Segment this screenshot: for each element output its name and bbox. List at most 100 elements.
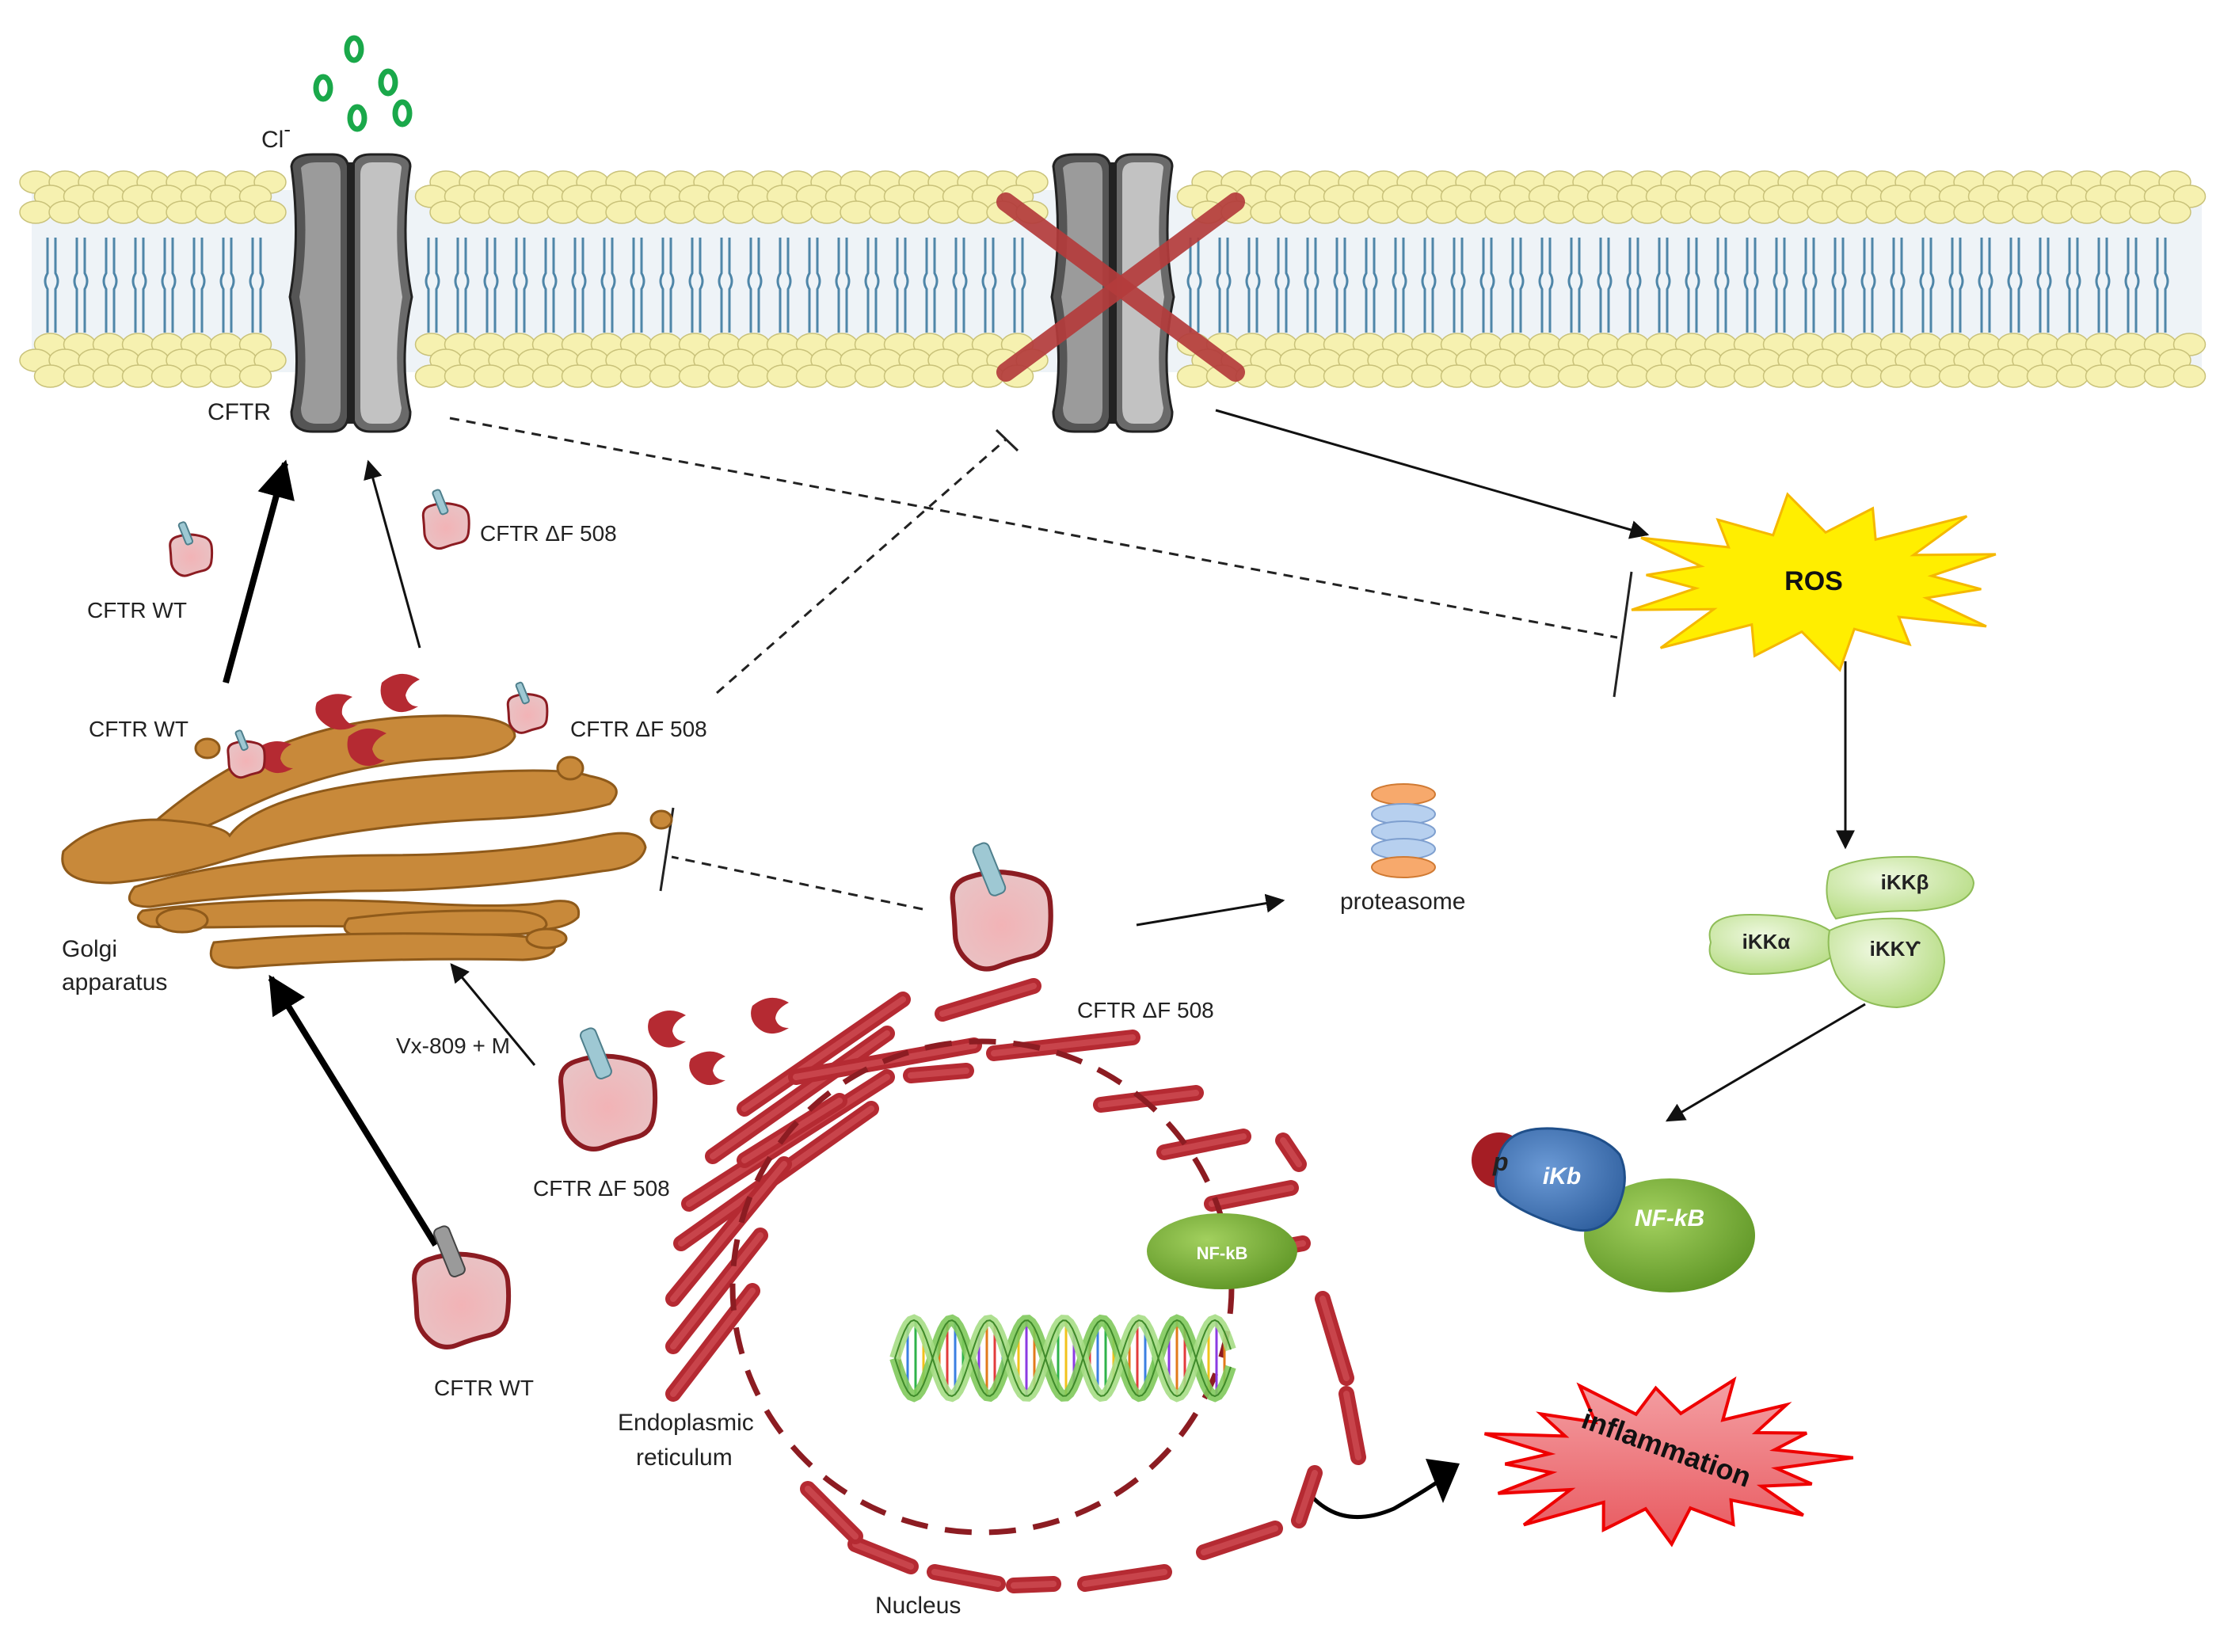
lipid-head — [795, 364, 829, 388]
lipid-head — [1586, 364, 1620, 388]
ros-burst: ROS — [1631, 492, 1997, 672]
lipid-head — [1411, 364, 1445, 388]
lipid-tail — [249, 238, 265, 333]
lipid-tail — [776, 238, 792, 333]
lipid-head — [1543, 200, 1576, 224]
er-label-line1: Endoplasmic — [618, 1410, 754, 1436]
lipid-tail — [1831, 238, 1847, 333]
lipid-tail — [73, 238, 89, 333]
cftr-df508-label-4: CFTR ΔF 508 — [533, 1176, 670, 1201]
lipid-head — [1645, 364, 1679, 388]
lipid-tail — [630, 238, 645, 333]
cftr-wt-label-1: CFTR WT — [87, 598, 187, 622]
misfolded-fragments — [256, 673, 789, 1086]
nfkb-ikb-complex: p iKb NF-kB — [1472, 1127, 1755, 1292]
lipid-head — [927, 200, 961, 224]
lipid-tail — [1186, 238, 1202, 333]
arrowhead-inflammation — [1426, 1459, 1460, 1503]
lipid-tail — [1860, 238, 1876, 333]
golgi-apparatus — [61, 714, 673, 969]
lipid-head — [912, 364, 946, 388]
lipid-head — [1967, 364, 2001, 388]
inhibition-er-to-golgi — [671, 855, 923, 911]
lipid-tail — [2066, 238, 2081, 333]
lipid-head — [2100, 200, 2133, 224]
lipid-head — [1250, 200, 1283, 224]
lipid-head — [619, 364, 653, 388]
lipid-tail — [923, 238, 939, 333]
lipid-head — [502, 364, 536, 388]
lipid-head — [195, 200, 228, 224]
lipid-head — [1440, 364, 1474, 388]
lipid-head — [1381, 364, 1415, 388]
lipid-head — [707, 364, 741, 388]
lipid-head — [1982, 200, 2016, 224]
ikk-alpha-label: iKKα — [1742, 930, 1791, 954]
lipid-head — [664, 200, 697, 224]
ikk-gamma-label: iKKϒ — [1870, 937, 1921, 961]
lipid-tail — [1450, 238, 1466, 333]
lipid-tail — [44, 238, 59, 333]
cftr-channel-functional — [288, 153, 413, 433]
lipid-head — [517, 200, 550, 224]
lipid-head — [1836, 200, 1869, 224]
lipid-head — [1557, 364, 1591, 388]
lipid-tail — [1714, 238, 1730, 333]
lipid-tail — [1567, 238, 1583, 333]
lipid-head — [649, 364, 683, 388]
cftr-proteins — [169, 489, 1053, 1349]
cftr-df508-protein-golgi — [506, 681, 549, 734]
lipid-tail — [1890, 238, 1906, 333]
cftr-label: CFTR — [208, 399, 271, 425]
ikk-complex: iKKα iKKβ iKKϒ — [1708, 855, 1975, 1009]
lipid-head — [2070, 200, 2104, 224]
lipid-head — [429, 200, 463, 224]
lipid-head — [121, 364, 155, 388]
lipid-head — [1733, 364, 1767, 388]
lipid-tail — [2124, 238, 2140, 333]
lipid-tail — [483, 238, 499, 333]
lipid-head — [444, 364, 478, 388]
lipid-tail — [1919, 238, 1935, 333]
lipid-head — [693, 200, 726, 224]
lipid-head — [840, 200, 873, 224]
lipid-tail — [219, 238, 235, 333]
arrow-golgi-to-cftr-df508 — [364, 459, 421, 649]
lipid-head — [1660, 200, 1693, 224]
arrow-golgi-to-cftr-wt — [223, 459, 295, 684]
chloride-ion — [392, 99, 413, 128]
lipid-head — [1704, 364, 1738, 388]
lipid-tail — [1216, 238, 1232, 333]
golgi-label-line1: Golgi — [62, 936, 117, 962]
inhibition-bar-ros — [1613, 571, 1633, 698]
lipid-head — [166, 200, 199, 224]
pathway-arrows — [223, 409, 1866, 1520]
lipid-head — [546, 200, 580, 224]
lipid-head — [1777, 200, 1811, 224]
lipid-head — [1689, 200, 1723, 224]
cftr-wt-protein-golgi — [227, 729, 266, 779]
lipid-tail — [688, 238, 704, 333]
lipid-head — [92, 364, 126, 388]
lipid-head — [1748, 200, 1781, 224]
lipid-tail — [864, 238, 880, 333]
lipid-head — [1293, 364, 1327, 388]
lipid-head — [1323, 364, 1357, 388]
chloride-ion — [344, 35, 364, 63]
lipid-head — [1469, 364, 1503, 388]
arrow-ikk-to-nfkb — [1665, 1003, 1866, 1122]
lipid-head — [634, 200, 668, 224]
lipid-head — [2129, 200, 2162, 224]
lipid-tail — [2095, 238, 2111, 333]
dna-helix-icon — [889, 1314, 1236, 1403]
chloride-ions — [313, 35, 413, 132]
lipid-head — [531, 364, 565, 388]
lipid-tail — [952, 238, 968, 333]
nfkb-complex-label: NF-kB — [1635, 1205, 1704, 1231]
nfkb-nucleus-label: NF-kB — [1197, 1243, 1248, 1263]
cftr-wt-protein-small — [169, 521, 214, 577]
lipid-head — [1455, 200, 1488, 224]
lipid-tail — [1392, 238, 1407, 333]
cftr-df508-label-2: CFTR ΔF 508 — [570, 717, 707, 741]
er-label-line2: reticulum — [636, 1445, 733, 1471]
